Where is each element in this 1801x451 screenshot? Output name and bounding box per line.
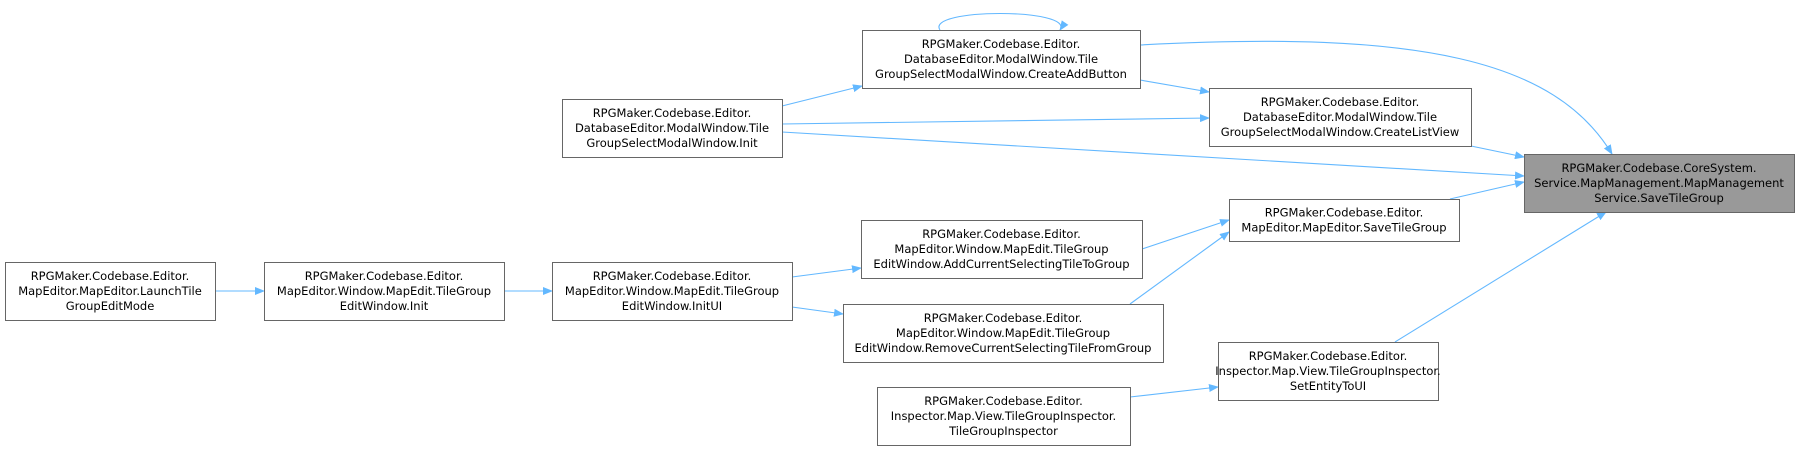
node-label-line: RPGMaker.Codebase.Editor. <box>922 227 1081 241</box>
node-label-line: RPGMaker.Codebase.Editor. <box>922 37 1081 51</box>
node-box <box>862 30 1141 89</box>
node-label-line: MapEditor.Window.MapEdit.TileGroup <box>894 242 1108 256</box>
node-label-line: Service.SaveTileGroup <box>1594 191 1724 205</box>
edge-tile_group_inspector_ctor-to-set_entity_to_ui <box>1129 384 1219 398</box>
node-save_tile_group_service[interactable]: RPGMaker.Codebase.CoreSystem.Service.Map… <box>1524 154 1795 213</box>
node-label-line: DatabaseEditor.ModalWindow.Tile <box>1243 110 1437 124</box>
nodes-layer: RPGMaker.Codebase.CoreSystem.Service.Map… <box>5 30 1795 446</box>
node-box <box>843 304 1164 363</box>
node-init_ui[interactable]: RPGMaker.Codebase.Editor.MapEditor.Windo… <box>552 262 793 321</box>
node-label-line: MapEditor.MapEditor.LaunchTile <box>18 284 202 298</box>
node-label-line: MapEditor.Window.MapEdit.TileGroup <box>565 284 779 298</box>
edge-modal_init-to-save_tile_group_service <box>781 131 1525 180</box>
node-label-line: RPGMaker.Codebase.Editor. <box>1261 95 1420 109</box>
node-label-line: MapEditor.MapEditor.SaveTileGroup <box>1241 221 1446 235</box>
node-box <box>562 99 783 158</box>
edge-add_current_selecting-to-map_editor_save_tile_group <box>1141 219 1230 250</box>
node-remove_current_selecting[interactable]: RPGMaker.Codebase.Editor.MapEditor.Windo… <box>843 304 1164 363</box>
node-label-line: RPGMaker.Codebase.CoreSystem. <box>1561 161 1756 175</box>
node-box <box>861 220 1143 279</box>
node-label-line: RPGMaker.Codebase.Editor. <box>1249 349 1408 363</box>
edge-create_add_button-to-create_list_view <box>1139 79 1210 95</box>
node-label-line: RPGMaker.Codebase.Editor. <box>593 106 752 120</box>
node-label-line: Inspector.Map.View.TileGroupInspector. <box>1215 364 1440 378</box>
node-box <box>552 262 793 321</box>
node-label-line: EditWindow.RemoveCurrentSelectingTileFro… <box>855 341 1152 355</box>
node-box <box>264 262 505 321</box>
edge-create_list_view-to-save_tile_group_service <box>1470 145 1525 160</box>
node-label-line: RPGMaker.Codebase.Editor. <box>31 269 190 283</box>
edges-layer <box>215 13 1613 398</box>
edge-modal_init-to-create_add_button <box>781 84 863 107</box>
node-label-line: Inspector.Map.View.TileGroupInspector. <box>891 409 1116 423</box>
node-label-line: RPGMaker.Codebase.Editor. <box>1265 206 1424 220</box>
node-label-line: GroupSelectModalWindow.CreateAddButton <box>875 67 1127 81</box>
node-launch_tile_group_edit_mode[interactable]: RPGMaker.Codebase.Editor.MapEditor.MapEd… <box>5 262 216 321</box>
edge-init_ui-to-remove_current_selecting <box>791 306 844 317</box>
edge-modal_init-to-create_list_view <box>781 114 1210 125</box>
node-label-line: EditWindow.AddCurrentSelectingTileToGrou… <box>873 257 1129 271</box>
node-label-line: Service.MapManagement.MapManagement <box>1534 176 1784 190</box>
edge-init_ui-to-add_current_selecting <box>791 265 862 278</box>
node-label-line: GroupSelectModalWindow.CreateListView <box>1221 125 1460 139</box>
node-edit_window_init[interactable]: RPGMaker.Codebase.Editor.MapEditor.Windo… <box>264 262 505 321</box>
node-label-line: EditWindow.InitUI <box>622 299 722 313</box>
node-label-line: EditWindow.Init <box>340 299 429 313</box>
node-label-line: GroupSelectModalWindow.Init <box>586 136 758 150</box>
node-create_add_button[interactable]: RPGMaker.Codebase.Editor.DatabaseEditor.… <box>862 30 1141 89</box>
node-create_list_view[interactable]: RPGMaker.Codebase.Editor.DatabaseEditor.… <box>1209 88 1472 147</box>
node-box <box>1209 88 1472 147</box>
node-label-line: DatabaseEditor.ModalWindow.Tile <box>904 52 1098 66</box>
edge-create_add_button-to-save_tile_group_service <box>1139 40 1613 155</box>
edge-set_entity_to_ui-to-save_tile_group_service <box>1394 211 1607 343</box>
node-label-line: RPGMaker.Codebase.Editor. <box>924 311 1083 325</box>
node-set_entity_to_ui[interactable]: RPGMaker.Codebase.Editor.Inspector.Map.V… <box>1215 342 1441 401</box>
node-tile_group_inspector_ctor[interactable]: RPGMaker.Codebase.Editor.Inspector.Map.V… <box>877 387 1131 446</box>
edge-remove_current_selecting-to-map_editor_save_tile_group <box>1129 231 1230 305</box>
node-label-line: MapEditor.Window.MapEdit.TileGroup <box>277 284 491 298</box>
node-add_current_selecting[interactable]: RPGMaker.Codebase.Editor.MapEditor.Windo… <box>861 220 1143 279</box>
node-map_editor_save_tile_group[interactable]: RPGMaker.Codebase.Editor.MapEditor.MapEd… <box>1229 199 1460 242</box>
node-label-line: TileGroupInspector <box>948 424 1058 438</box>
node-box <box>877 387 1131 446</box>
node-label-line: RPGMaker.Codebase.Editor. <box>924 394 1083 408</box>
node-box <box>1524 154 1795 213</box>
edge-map_editor_save_tile_group-to-save_tile_group_service <box>1449 180 1525 200</box>
node-label-line: RPGMaker.Codebase.Editor. <box>593 269 752 283</box>
node-label-line: MapEditor.Window.MapEdit.TileGroup <box>896 326 1110 340</box>
node-label-line: RPGMaker.Codebase.Editor. <box>305 269 464 283</box>
node-label-line: GroupEditMode <box>66 299 155 313</box>
node-box <box>1218 342 1439 401</box>
node-box <box>1229 199 1460 242</box>
node-box <box>5 262 216 321</box>
node-label-line: DatabaseEditor.ModalWindow.Tile <box>575 121 769 135</box>
node-label-line: SetEntityToUI <box>1290 379 1366 393</box>
edge-create_add_button-to-create_add_button <box>938 13 1069 31</box>
node-modal_init[interactable]: RPGMaker.Codebase.Editor.DatabaseEditor.… <box>562 99 783 158</box>
